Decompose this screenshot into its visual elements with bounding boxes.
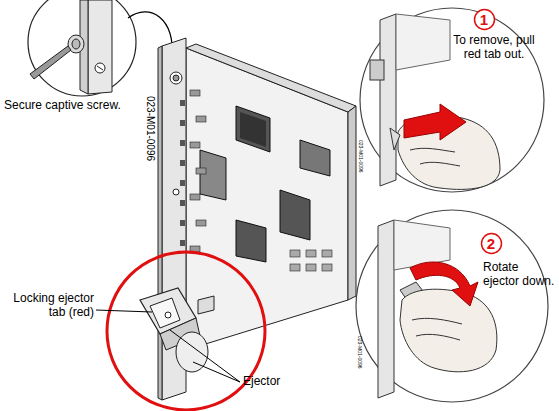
- part-label: Locking ejector tab (red): [4, 292, 94, 320]
- step-text: To remove, pull red tab out.: [444, 34, 544, 62]
- callout-number: 1: [473, 8, 496, 31]
- callout-text: 2: [480, 232, 503, 255]
- instruction-text: Secure captive screw.: [4, 99, 144, 113]
- part-number: 023-M01-0096: [145, 96, 157, 161]
- rotate-step-detail: [356, 210, 548, 402]
- part-number: 023-M01-0096: [356, 336, 362, 369]
- highlight-circle: [107, 252, 265, 410]
- step-text: Rotate ejector down.: [483, 261, 555, 289]
- remove-step-detail: [360, 8, 544, 192]
- callout-number: 2: [480, 232, 503, 255]
- part-number: 023-M01-0096: [357, 140, 363, 173]
- callout-text: 1: [473, 8, 496, 31]
- leader-lines: [96, 310, 240, 382]
- circuit-board: [158, 38, 356, 400]
- screw-detail: [28, 0, 136, 96]
- ejector: [140, 288, 214, 372]
- part-label: Ejector: [243, 375, 303, 389]
